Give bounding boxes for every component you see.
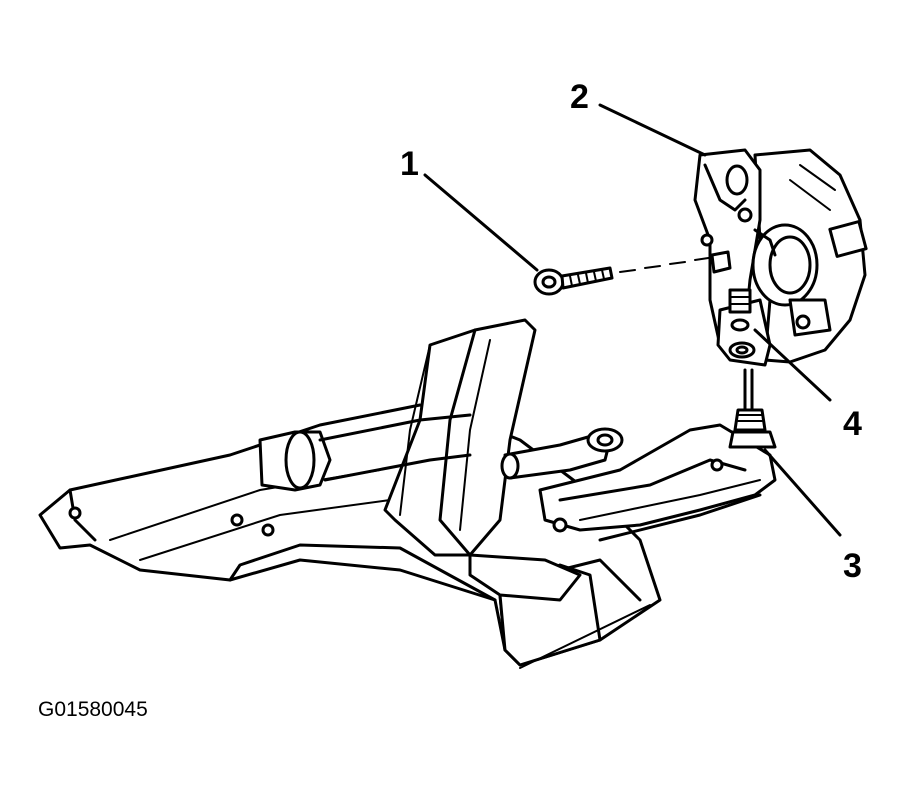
lower-control-arm [538,423,777,542]
callout-4: 4 [843,405,862,443]
leader-3 [763,448,842,537]
figure-id: G01580045 [38,698,148,721]
leader-lines [423,103,842,537]
pinch-bolt-nut [533,250,732,296]
steering-knuckle [693,148,868,367]
leader-1 [423,173,539,272]
callout-2: 2 [570,78,589,116]
leader-4 [753,328,832,402]
callout-3: 3 [843,547,862,585]
callout-1: 1 [400,145,419,183]
ball-joint-stud [728,368,777,449]
frame-support-tower [383,318,582,602]
stabilizer-bar [258,413,624,492]
leader-2 [598,103,707,157]
